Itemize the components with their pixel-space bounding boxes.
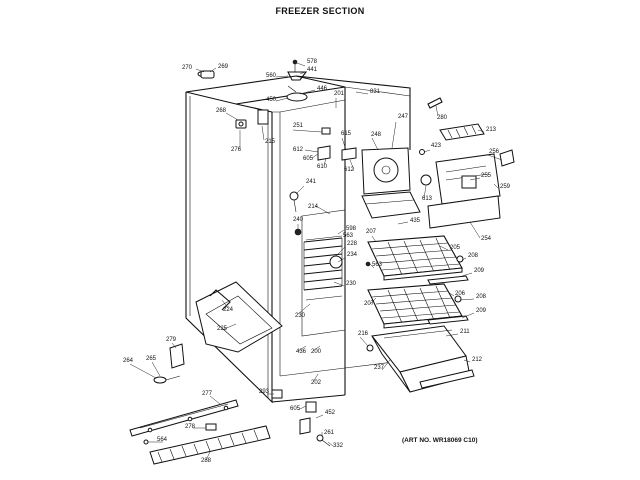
part-label-615: 615 (341, 131, 352, 137)
part-label-207: 207 (364, 301, 375, 307)
part-label-598: 598 (346, 226, 357, 232)
part-label-278: 278 (185, 424, 196, 430)
part-label-435: 435 (410, 218, 421, 224)
part-label-612: 612 (293, 147, 304, 153)
part-label-230: 230 (346, 281, 357, 287)
part-label-209: 209 (474, 268, 485, 274)
part-label-288: 288 (201, 458, 212, 464)
evaporator-coil (289, 191, 343, 291)
part-label-212: 212 (472, 357, 483, 363)
part-number-labels: 578 441 270 269 560 446 831 201 450 280 268 251 213 2… (123, 59, 511, 464)
part-label-224: 224 (223, 307, 234, 313)
kickplate-grille (149, 425, 271, 465)
part-label-280: 280 (437, 115, 448, 121)
part-label-241: 241 (306, 179, 317, 185)
part-label-256: 256 (489, 149, 500, 155)
part-label-213: 213 (486, 127, 497, 133)
part-label-211: 211 (460, 329, 470, 335)
part-label-269: 269 (218, 64, 229, 70)
part-label-268: 268 (216, 108, 227, 114)
part-label-277: 277 (202, 391, 213, 397)
part-label-564: 564 (157, 437, 168, 443)
part-label-228: 228 (347, 241, 358, 247)
part-label-214: 214 (308, 204, 319, 210)
part-label-207: 207 (366, 229, 377, 235)
part-label-200: 200 (311, 349, 322, 355)
ice-maker-bin (427, 149, 515, 229)
part-label-831: 831 (370, 89, 381, 95)
freezer-basket (366, 325, 475, 393)
part-label-446: 446 (317, 86, 328, 92)
control-housing (317, 127, 432, 219)
part-label-248: 248 (371, 132, 382, 138)
part-label-610: 610 (317, 164, 328, 170)
part-label-270: 270 (182, 65, 193, 71)
door-pan (195, 281, 283, 353)
part-label-255: 255 (481, 173, 492, 179)
part-label-208: 208 (476, 294, 487, 300)
part-label-240: 240 (293, 217, 304, 223)
ice-tray (439, 123, 485, 141)
wire-shelf-upper (365, 235, 464, 281)
part-label-293: 293 (259, 389, 270, 395)
part-label-206: 206 (455, 291, 466, 297)
part-label-441: 441 (307, 67, 318, 73)
part-label-234: 234 (347, 252, 358, 258)
bottom-hardware (143, 389, 331, 447)
part-label-205: 205 (450, 245, 461, 251)
part-label-209: 209 (476, 308, 487, 314)
part-label-612: 612 (344, 167, 355, 173)
shelf-rails (427, 275, 469, 325)
diagram-title: FREEZER SECTION (275, 6, 365, 16)
part-label-259: 259 (500, 184, 511, 190)
part-label-423: 423 (431, 143, 442, 149)
side-bracket (153, 343, 185, 384)
leader-lines (129, 62, 503, 461)
part-label-276: 276 (231, 147, 242, 153)
part-label-332: 332 (333, 443, 344, 449)
art-number: (ART NO. WR18069 C10) (402, 437, 478, 444)
part-label-613: 613 (422, 196, 433, 202)
part-label-230: 230 (295, 313, 306, 319)
part-label-254: 254 (481, 236, 492, 242)
part-label-605: 605 (290, 406, 301, 412)
part-label-216: 216 (358, 331, 369, 337)
part-label-578: 578 (307, 59, 318, 65)
part-label-237: 237 (374, 365, 385, 371)
part-label-225: 225 (217, 326, 228, 332)
part-label-279: 279 (166, 337, 177, 343)
part-label-265: 265 (146, 356, 157, 362)
part-label-202: 202 (311, 380, 322, 386)
part-label-264: 264 (123, 358, 134, 364)
part-label-563: 563 (372, 262, 383, 268)
part-label-247: 247 (398, 114, 409, 120)
part-label-208: 208 (468, 253, 479, 259)
bottom-rail (129, 399, 239, 437)
part-label-563: 563 (343, 233, 354, 239)
part-label-605: 605 (303, 156, 314, 162)
part-label-251: 251 (293, 123, 304, 129)
part-label-560: 560 (266, 73, 277, 79)
part-label-201: 201 (334, 91, 345, 97)
part-label-452: 452 (325, 410, 336, 416)
part-label-436: 436 (296, 349, 307, 355)
part-label-261: 261 (324, 430, 335, 436)
top-hardware (197, 59, 443, 129)
part-label-215: 215 (265, 139, 276, 145)
part-label-450: 450 (266, 97, 277, 103)
